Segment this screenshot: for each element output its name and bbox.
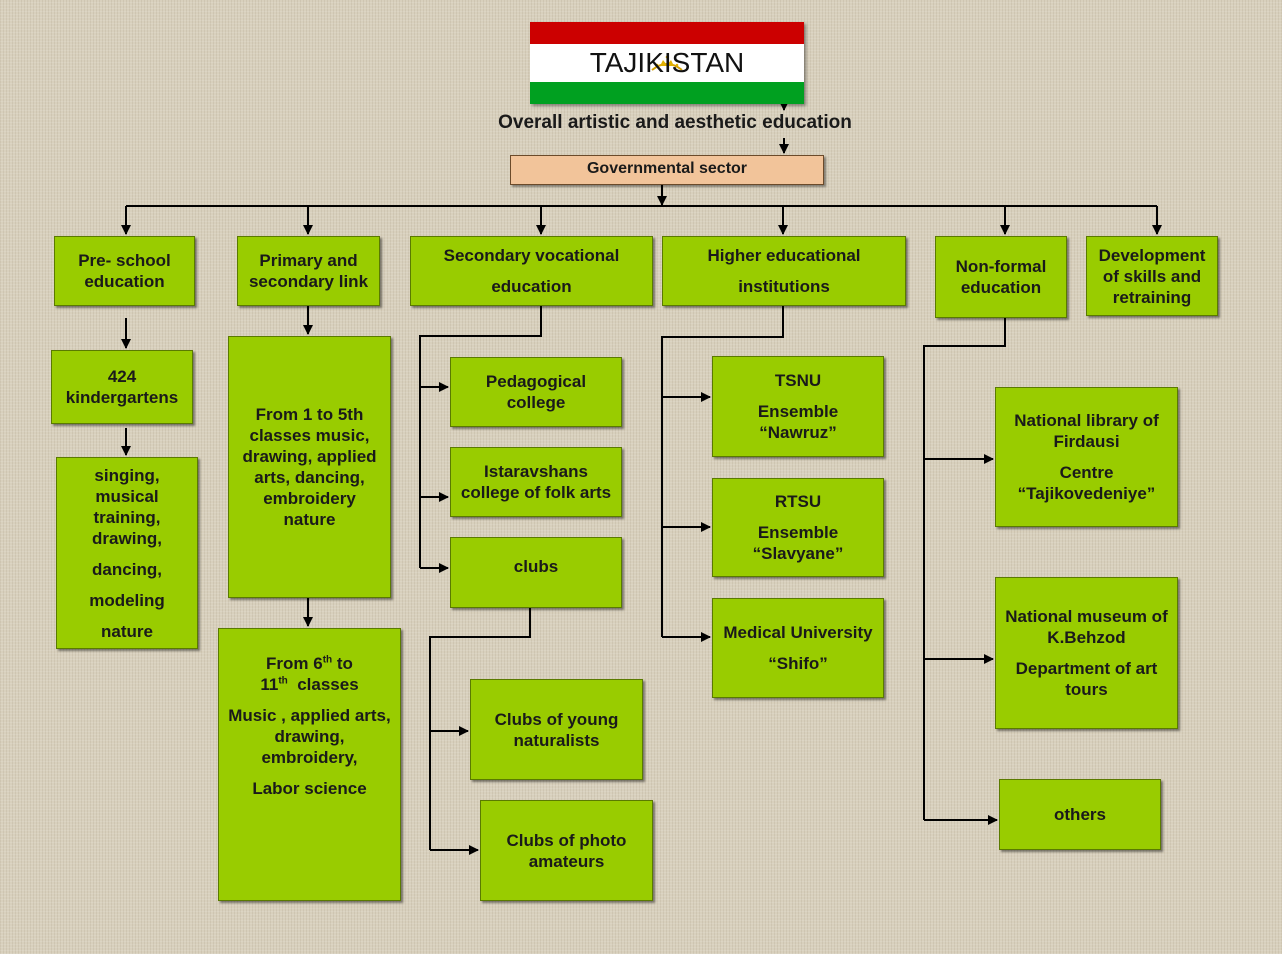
national-museum-name: National museum of K.Behzod xyxy=(1005,607,1168,647)
flag-white-stripe: TAJIKISTAN xyxy=(530,44,804,82)
others-box: others xyxy=(999,779,1161,850)
medical-university-box: Medical University “Shifo” xyxy=(712,598,884,698)
kindergartens-box: 424 kindergartens xyxy=(51,350,193,424)
secondary-vocational-box: Secondary vocational education xyxy=(410,236,653,306)
medical-university-ensemble: “Shifo” xyxy=(768,654,828,673)
national-library-name: National library of Firdausi xyxy=(1014,411,1159,451)
higher-educational-box: Higher educational institutions xyxy=(662,236,906,306)
activity-item: drawing, xyxy=(92,528,162,548)
photo-amateurs-box: Clubs of photo amateurs xyxy=(480,800,653,901)
classes-6-11-range: From 6th to xyxy=(266,653,353,674)
activity-item: modeling xyxy=(89,590,165,610)
pedagogical-college-box: Pedagogical college xyxy=(450,357,622,427)
national-museum-department: Department of art tours xyxy=(1015,659,1158,699)
higher-educational-label-1: Higher educational xyxy=(707,246,861,265)
higher-educational-label-2: institutions xyxy=(738,277,830,296)
others-label: others xyxy=(1054,805,1106,824)
kindergartens-label: 424 kindergartens xyxy=(65,367,179,407)
preschool-activities-box: singing, musical training, drawing, danc… xyxy=(56,457,198,649)
flag-red-stripe xyxy=(530,22,804,44)
classes-1-5-label: From 1 to 5th classes music, drawing, ap… xyxy=(242,405,377,529)
tajikistan-flag: TAJIKISTAN xyxy=(530,22,804,104)
eleven: 11 xyxy=(260,675,279,694)
range-from-sup: th xyxy=(322,654,333,666)
preschool-education-box: Pre- school education xyxy=(54,236,195,306)
activity-item: training, xyxy=(93,507,161,527)
eleven-sup: th xyxy=(278,675,288,687)
governmental-sector-box: Governmental sector xyxy=(510,155,824,185)
primary-secondary-link-label: Primary and secondary link xyxy=(248,251,369,291)
flag-green-stripe xyxy=(530,82,804,104)
activity-item: singing, xyxy=(94,465,160,485)
development-skills-box: Development of skills and retraining xyxy=(1086,236,1218,316)
activity-item: dancing, xyxy=(92,559,162,579)
national-museum-box: National museum of K.Behzod Department o… xyxy=(995,577,1178,729)
primary-secondary-link-box: Primary and secondary link xyxy=(237,236,380,306)
secondary-vocational-label-1: Secondary vocational xyxy=(443,246,620,265)
development-skills-label: Development of skills and retraining xyxy=(1098,245,1206,307)
medical-university-name: Medical University xyxy=(723,623,873,642)
activity-item: nature xyxy=(101,621,153,641)
istaravshan-college-label: Istaravshans college of folk arts xyxy=(460,462,612,502)
diagram-heading: Overall artistic and aesthetic education xyxy=(498,112,852,133)
classes-1-5-box: From 1 to 5th classes music, drawing, ap… xyxy=(228,336,391,598)
tsnu-box: TSNU Ensemble “Nawruz” xyxy=(712,356,884,457)
classes-6-11-labor: Labor science xyxy=(252,779,367,798)
classes-6-11-eleven: 11th classes xyxy=(260,674,358,695)
crown-emblem-icon xyxy=(651,55,683,71)
preschool-education-label: Pre- school education xyxy=(78,251,171,291)
clubs-box: clubs xyxy=(450,537,622,608)
photo-amateurs-label: Clubs of photo amateurs xyxy=(506,830,627,871)
pedagogical-college-label: Pedagogical college xyxy=(485,372,587,412)
rtsu-box: RTSU Ensemble “Slavyane” xyxy=(712,478,884,577)
national-library-box: National library of Firdausi Centre “Taj… xyxy=(995,387,1178,527)
nonformal-education-box: Non-formal education xyxy=(935,236,1067,318)
flag-title: TAJIKISTAN xyxy=(589,47,745,78)
range-from: From 6 xyxy=(266,654,323,673)
clubs-label: clubs xyxy=(513,557,559,576)
activity-item: musical xyxy=(95,486,159,506)
secondary-vocational-label-2: education xyxy=(491,277,572,296)
classes-word: classes xyxy=(287,675,359,694)
rtsu-ensemble: Ensemble “Slavyane” xyxy=(752,523,844,563)
nonformal-education-label: Non-formal education xyxy=(955,257,1047,297)
rtsu-name: RTSU xyxy=(774,492,822,511)
young-naturalists-box: Clubs of young naturalists xyxy=(470,679,643,780)
tsnu-ensemble: Ensemble “Nawruz” xyxy=(757,402,839,442)
range-to: to xyxy=(332,654,353,673)
classes-6-11-subjects: Music , applied arts, drawing, embroider… xyxy=(228,706,391,767)
istaravshan-college-box: Istaravshans college of folk arts xyxy=(450,447,622,517)
young-naturalists-label: Clubs of young naturalists xyxy=(494,709,619,750)
national-library-centre: Centre “Tajikovedeniye” xyxy=(1017,463,1156,503)
classes-6-11-box: From 6th to 11th classes Music , applied… xyxy=(218,628,401,901)
tsnu-name: TSNU xyxy=(774,371,822,390)
